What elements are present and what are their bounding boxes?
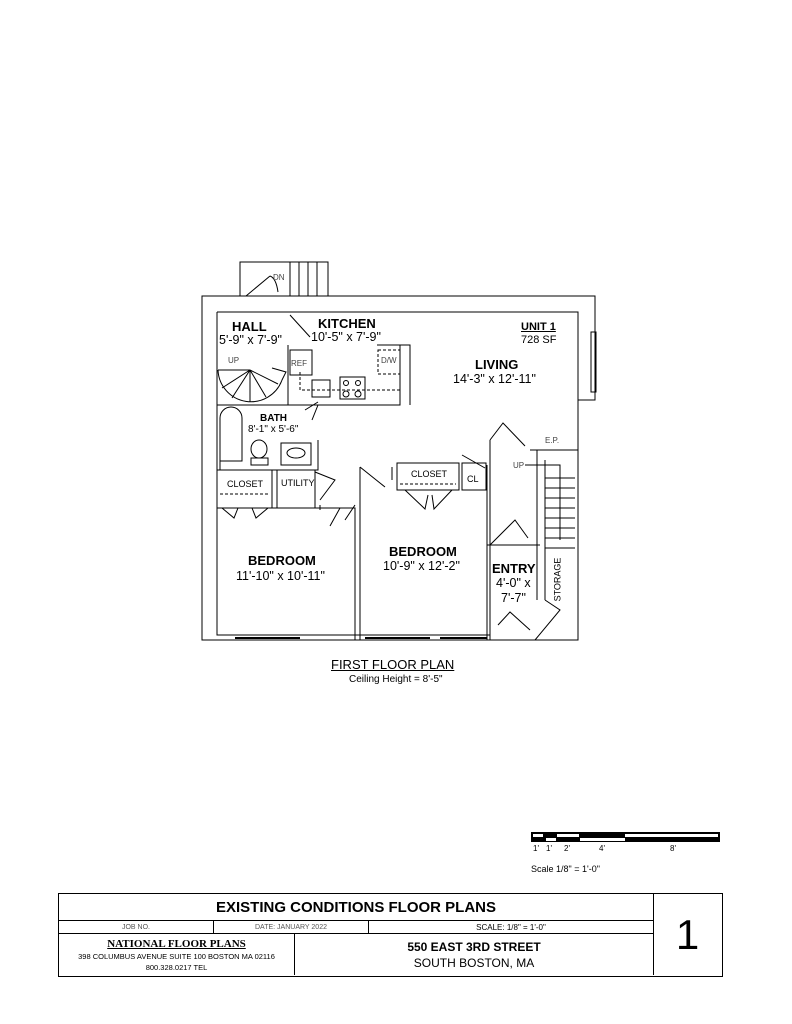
room-dims-bedroom1: 11'-10" x 10'-11": [236, 569, 325, 583]
sheet-number: 1: [675, 910, 700, 958]
title-block-heading-cell: EXISTING CONDITIONS FLOOR PLANS: [59, 894, 654, 921]
scale-tick: 1': [546, 844, 552, 853]
room-dims-entry-2: 7'-7": [501, 591, 526, 605]
scale-cell: SCALE: 1/8" = 1'-0": [369, 921, 654, 934]
room-dims-bedroom2: 10'-9" x 12'-2": [383, 559, 460, 573]
room-name-storage: STORAGE: [552, 557, 563, 602]
room-name-bath: BATH: [260, 413, 288, 424]
scale-label: Scale 1/8" = 1'-0": [531, 864, 600, 874]
room-dims-kitchen: 10'-5" x 7'-9": [311, 330, 381, 344]
scale-bar: [531, 832, 720, 842]
bedroom2-walls: [359, 454, 490, 641]
sheet-heading: EXISTING CONDITIONS FLOOR PLANS: [215, 898, 496, 916]
room-dims-entry-1: 4'-0" x: [496, 576, 531, 590]
stair-up-label-hall: UP: [228, 356, 240, 365]
scale-tick: 8': [670, 844, 676, 853]
plan-title: FIRST FLOOR PLAN: [331, 657, 455, 672]
property-street: 550 EAST 3RD STREET: [407, 939, 541, 954]
room-name-closet1: CLOSET: [227, 479, 264, 489]
room-name-entry: ENTRY: [492, 561, 536, 576]
room-name-kitchen: KITCHEN: [318, 316, 376, 331]
job-no: JOB NO.: [121, 923, 150, 931]
kitchen-walls: [287, 314, 411, 406]
scale: SCALE: 1/8" = 1'-0": [476, 922, 546, 932]
closet-utility-walls: [216, 469, 356, 527]
date: DATE: JANUARY 2022: [255, 923, 327, 931]
unit-area: 728 SF: [521, 334, 557, 346]
ceiling-height: Ceiling Height = 8'-5": [349, 674, 443, 685]
company-cell: NATIONAL FLOOR PLANS 398 COLUMBUS AVENUE…: [59, 934, 295, 975]
ep-label: E.P.: [545, 436, 560, 445]
property-city: SOUTH BOSTON, MA: [413, 955, 535, 970]
room-dims-bath: 8'-1" x 5'-6": [248, 424, 299, 435]
room-name-hall: HALL: [232, 319, 267, 334]
rear-stairs: [239, 261, 329, 297]
company-name: NATIONAL FLOOR PLANS: [107, 937, 246, 950]
scale-tick: 1': [533, 844, 539, 853]
property-cell: 550 EAST 3RD STREET SOUTH BOSTON, MA: [295, 934, 654, 975]
room-name-utility: UTILITY: [281, 478, 315, 488]
bedroom1-walls: [217, 507, 356, 640]
stair-up-label-entry: UP: [513, 461, 525, 470]
scale-tick: 4': [599, 844, 605, 853]
company-address: 398 COLUMBUS AVENUE SUITE 100 BOSTON MA …: [78, 951, 275, 961]
date-cell: DATE: JANUARY 2022: [214, 921, 369, 934]
company-phone: 800.328.0217 TEL: [145, 962, 208, 972]
room-name-cl: CL: [467, 474, 479, 484]
sheet-number-cell: 1: [654, 894, 721, 975]
refrigerator-label: REF: [291, 359, 307, 368]
bath-walls: [217, 401, 319, 471]
unit-name: UNIT 1: [521, 321, 556, 333]
room-dims-hall: 5'-9" x 7'-9": [219, 333, 282, 347]
room-name-living: LIVING: [475, 357, 519, 372]
exterior-walls: [201, 295, 597, 641]
scale-tick: 2': [564, 844, 570, 853]
title-block: EXISTING CONDITIONS FLOOR PLANS JOB NO. …: [58, 893, 723, 977]
spiral-stair: [217, 367, 287, 403]
room-name-bedroom2: BEDROOM: [389, 544, 457, 559]
room-name-closet2: CLOSET: [411, 469, 448, 479]
job-no-cell: JOB NO.: [59, 921, 214, 934]
dishwasher-label: D/W: [381, 356, 397, 365]
room-dims-living: 14'-3" x 12'-11": [453, 372, 536, 386]
stair-down-label: DN: [273, 273, 285, 282]
entry-stair-walls: [489, 422, 578, 641]
room-name-bedroom1: BEDROOM: [248, 553, 316, 568]
